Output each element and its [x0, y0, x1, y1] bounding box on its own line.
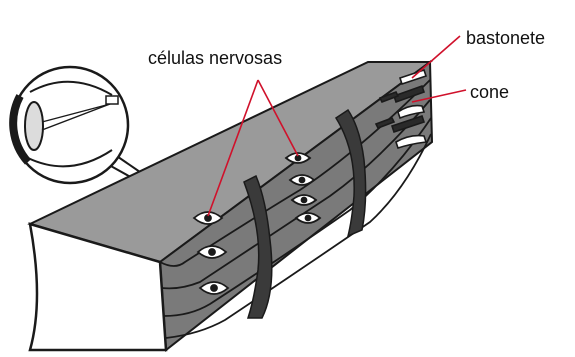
nerve-cell: [296, 213, 320, 223]
nerve-cell: [292, 195, 316, 205]
nerve-cell: [290, 175, 314, 185]
eye-inset: [11, 67, 140, 183]
label-rod: bastonete: [466, 29, 545, 47]
label-cone: cone: [470, 83, 509, 101]
label-nerve-cells: células nervosas: [148, 49, 282, 67]
pointer-rod: [412, 36, 460, 78]
